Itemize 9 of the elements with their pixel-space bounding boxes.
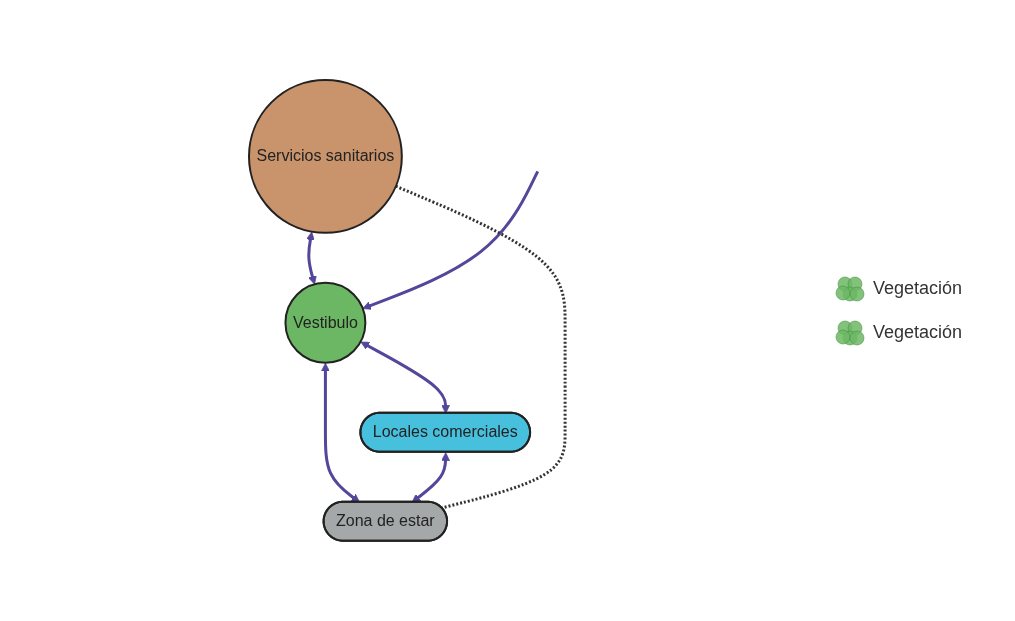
arrow	[412, 452, 451, 503]
vegetation-label: Vegetación	[873, 322, 963, 343]
node-circle: Vestibulo	[284, 281, 367, 364]
arrow	[360, 341, 451, 414]
arrow	[362, 170, 540, 310]
arrow	[306, 231, 318, 285]
arrow	[321, 362, 361, 503]
node-circle: Servicios sanitarios	[248, 79, 404, 234]
vegetation-label: Vegetación	[873, 278, 963, 299]
